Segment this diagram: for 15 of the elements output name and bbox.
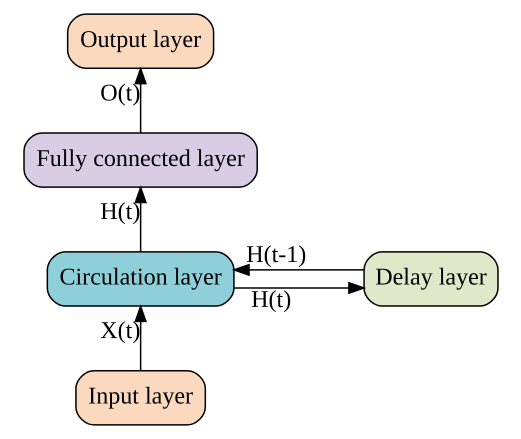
arrow (231, 264, 364, 276)
node-box: Circulation layer (46, 251, 234, 307)
node-box: Input layer (74, 370, 206, 426)
edge-label: H(t) (250, 287, 291, 314)
edge-label: H(t-1) (246, 242, 306, 268)
arrow (234, 282, 366, 294)
node-box: Output layer (66, 13, 214, 70)
arrow (134, 185, 146, 252)
edge-label: O(t) (100, 80, 140, 106)
edge-label: H(t) (100, 199, 140, 226)
node-box: Fully connected layer (22, 132, 258, 188)
arrow (134, 304, 146, 370)
edge-label: X(t) (100, 318, 140, 344)
arrow (134, 66, 146, 132)
node-box: Delay layer (362, 251, 498, 307)
